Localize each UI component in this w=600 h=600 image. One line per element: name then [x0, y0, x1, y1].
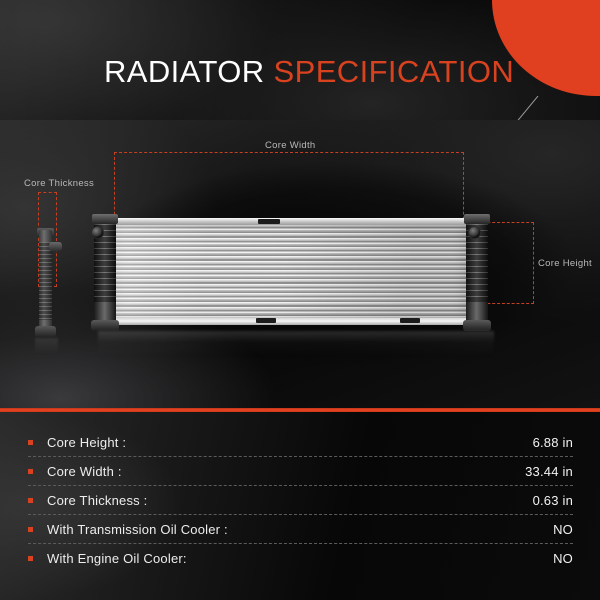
core-width-label: Core Width: [265, 140, 316, 151]
corner-triangle-svg: [517, 96, 539, 120]
spec-label: With Transmission Oil Cooler :: [47, 521, 228, 537]
radiator-core: [114, 224, 466, 318]
spec-value: 6.88 in: [532, 434, 573, 450]
radiator-right-tank-cap: [464, 214, 490, 224]
bullet-square-icon: [28, 556, 33, 561]
product-diagram-stage: Core Width Core Height Core Thickness: [0, 120, 600, 410]
side-view-reflection: [35, 338, 58, 354]
radiator-reflection: [98, 331, 494, 357]
radiator-top-bracket: [258, 219, 280, 224]
page-title-primary: RADIATOR: [104, 54, 265, 89]
radiator-right-tank-ribs: [466, 218, 488, 302]
specification-list: Core Height : 6.88 in Core Width : 33.44 in…: [28, 428, 573, 573]
spec-row: With Engine Oil Cooler: NO: [28, 544, 573, 573]
radiator-left-tank-cap: [92, 214, 118, 224]
bullet-square-icon: [28, 526, 33, 532]
radiator-left-inlet-port: [91, 226, 104, 239]
corner-triangle-outline: [480, 96, 600, 120]
radiator-bottom-rail: [112, 318, 468, 325]
spec-row: Core Thickness : 0.63 in: [28, 486, 573, 515]
side-view-mounting-foot: [35, 326, 56, 337]
spec-label: Core Width :: [47, 463, 122, 479]
radiator-right-tank: [466, 220, 488, 324]
side-view-tank: [39, 230, 52, 333]
radiator-right-outlet-port: [468, 226, 481, 239]
radiator-bottom-bracket-right: [400, 318, 420, 323]
spec-label: Core Height :: [47, 434, 127, 450]
bullet-square-icon: [28, 497, 33, 503]
radiator-front-view: [88, 208, 498, 357]
spec-row: Core Width : 33.44 in: [28, 457, 573, 486]
core-height-label: Core Height: [538, 258, 592, 269]
spec-value: 0.63 in: [532, 492, 573, 508]
spec-value: NO: [553, 521, 573, 537]
bullet-square-icon: [28, 439, 33, 445]
radiator-left-tank: [94, 220, 116, 324]
core-thickness-label: Core Thickness: [24, 178, 95, 189]
radiator-side-view: [30, 208, 64, 354]
radiator-left-tank-ribs: [94, 218, 116, 302]
spec-row: Core Height : 6.88 in: [28, 428, 573, 457]
side-view-ribs: [39, 242, 52, 320]
radiator-top-rail: [112, 218, 468, 225]
spec-value: NO: [553, 551, 573, 566]
radiator-left-mounting-foot: [91, 320, 119, 331]
radiator-right-mounting-foot: [463, 320, 491, 331]
side-view-inlet-neck: [49, 242, 62, 251]
spec-label: Core Thickness :: [47, 492, 148, 508]
spec-row: With Transmission Oil Cooler : NO: [28, 515, 573, 544]
spec-value: 33.44 in: [525, 463, 573, 479]
page-title-accent: SPECIFICATION: [273, 54, 515, 89]
red-divider: [0, 408, 600, 412]
page-title: RADIATOR SPECIFICATION: [104, 54, 514, 90]
specification-table: Core Height : 6.88 in Core Width : 33.44 in…: [0, 412, 600, 600]
radiator-bottom-bracket-left: [256, 318, 276, 323]
bullet-square-icon: [28, 468, 33, 474]
spec-label: With Engine Oil Cooler:: [47, 551, 187, 566]
header-banner: RADIATOR SPECIFICATION: [0, 0, 600, 120]
